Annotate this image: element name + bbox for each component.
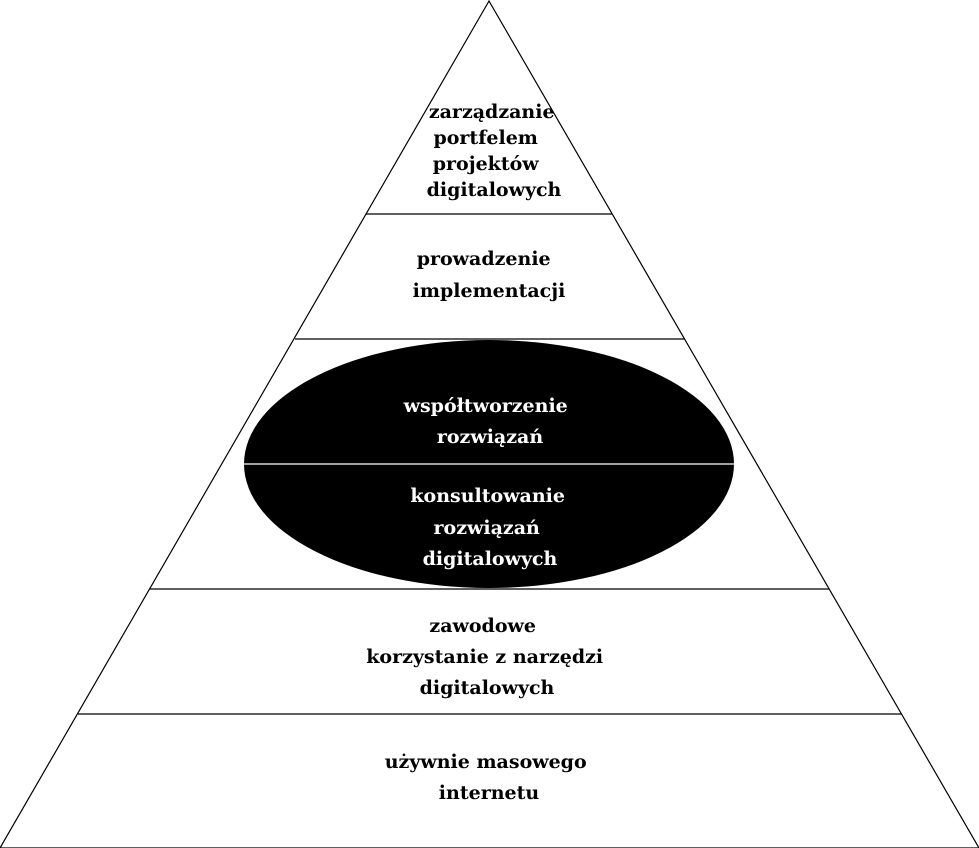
level-label-portfolio: zarządzanie portfelem projektów digitalo…: [427, 101, 562, 201]
level-label-line: rozwiązań: [434, 517, 540, 539]
level-label-consulting: konsultowanie rozwiązań digitalowych: [410, 485, 571, 570]
level-label-implementation: prowadzenie implementacji: [413, 248, 566, 302]
level-label-line: digitalowych: [423, 548, 558, 570]
level-label-line: rozwiązań: [437, 426, 543, 448]
level-label-line: digitalowych: [427, 179, 562, 201]
level-label-professional-use: zawodowe korzystanie z narzędzi digitalo…: [366, 615, 610, 699]
level-label-line: internetu: [439, 782, 540, 804]
level-label-line: digitalowych: [420, 677, 555, 699]
level-label-line: prowadzenie: [417, 248, 551, 270]
level-label-line: konsultowanie: [410, 485, 565, 507]
level-label-line: zarządzanie: [429, 101, 555, 123]
level-label-line: portfelem: [433, 127, 537, 149]
level-label-line: projektów: [433, 153, 540, 175]
level-label-line: używnie masowego: [385, 751, 587, 773]
level-label-line: korzystanie z narzędzi: [366, 646, 603, 668]
level-label-line: implementacji: [413, 280, 566, 302]
level-label-line: współtworzenie: [403, 395, 568, 417]
level-label-line: zawodowe: [429, 615, 536, 637]
level-label-cocreation: współtworzenie rozwiązań: [403, 395, 575, 448]
level-label-mass-internet: używnie masowego internetu: [385, 751, 594, 804]
